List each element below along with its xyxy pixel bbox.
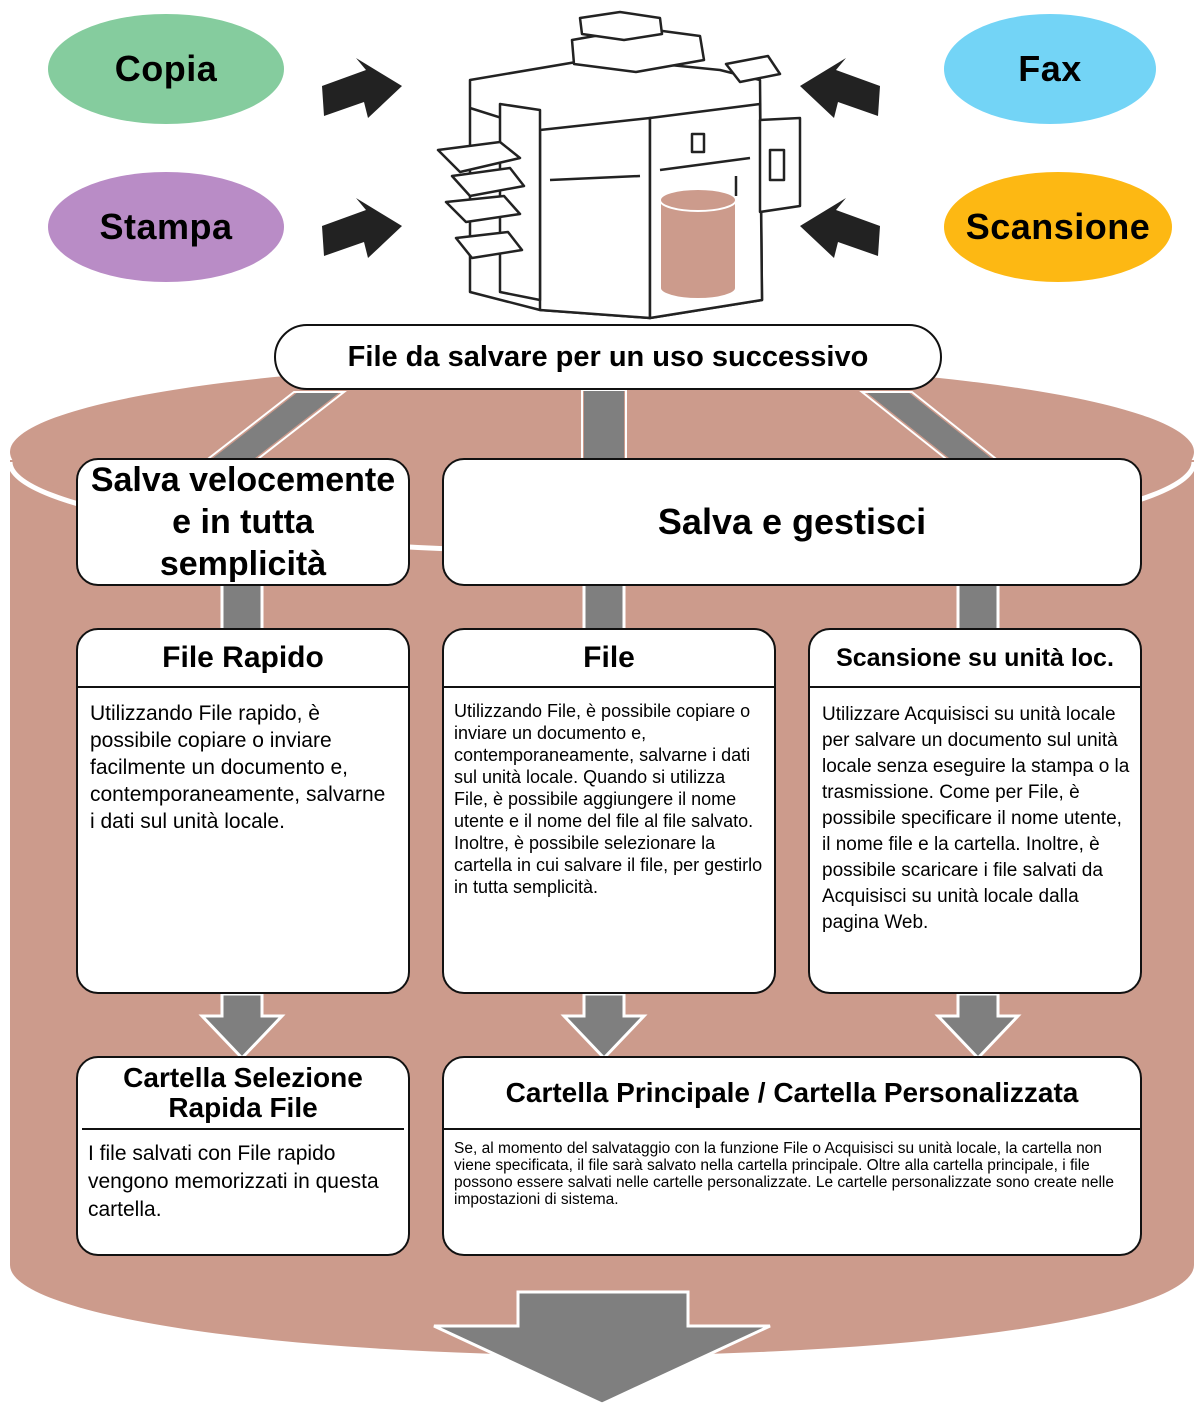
feature-quick-file-box: File Rapido Utilizzando File rapido, è p… bbox=[76, 628, 410, 994]
scan-source: Scansione bbox=[944, 172, 1172, 282]
category-quick-box: Salva velocemente e in tutta semplicità bbox=[76, 458, 410, 586]
category-manage-title: Salva e gestisci bbox=[657, 501, 927, 542]
copy-label: Copia bbox=[114, 48, 218, 89]
folder-quick-box: Cartella Selezione Rapida File I file sa… bbox=[76, 1056, 410, 1256]
printer-illustration bbox=[436, 10, 802, 320]
fax-label: Fax bbox=[1018, 48, 1082, 89]
folder-main-box: Cartella Principale / Cartella Personali… bbox=[442, 1056, 1142, 1256]
folder-main-title: Cartella Principale / Cartella Personali… bbox=[444, 1058, 1140, 1130]
feature-quick-file-title: File Rapido bbox=[78, 630, 408, 688]
connectors bbox=[201, 389, 1003, 632]
copy-source: Copia bbox=[48, 14, 284, 124]
feature-quick-file-text: Utilizzando File rapido, è possibile cop… bbox=[90, 702, 386, 833]
scan-label: Scansione bbox=[965, 206, 1151, 247]
header-title-box: File da salvare per un uso successivo bbox=[274, 324, 942, 390]
folder-main-text: Se, al momento del salvataggio con la fu… bbox=[454, 1140, 1114, 1208]
folder-quick-text: I file salvati con File rapido vengono m… bbox=[88, 1142, 379, 1221]
feature-file-text: Utilizzando File, è possibile copiare o … bbox=[454, 701, 763, 897]
feature-scan-local-box: Scansione su unità loc. Utilizzare Acqui… bbox=[808, 628, 1142, 994]
category-manage-box: Salva e gestisci bbox=[442, 458, 1142, 586]
feature-file-title: File bbox=[444, 630, 774, 688]
input-arrows bbox=[322, 58, 880, 258]
print-label: Stampa bbox=[99, 206, 233, 247]
down-arrows bbox=[198, 992, 1022, 1061]
print-source: Stampa bbox=[48, 172, 284, 282]
category-quick-title: Salva velocemente e in tutta semplicità bbox=[90, 461, 396, 583]
feature-scan-local-text: Utilizzare Acquisisci su unità locale pe… bbox=[822, 704, 1130, 933]
big-down-arrow bbox=[433, 1290, 771, 1404]
feature-scan-local-title: Scansione su unità loc. bbox=[810, 630, 1140, 688]
storage-drum-icon bbox=[659, 188, 737, 300]
feature-file-box: File Utilizzando File, è possibile copia… bbox=[442, 628, 776, 994]
header-title: File da salvare per un uso successivo bbox=[347, 340, 869, 373]
folder-quick-title: Cartella Selezione Rapida File bbox=[82, 1058, 404, 1130]
fax-source: Fax bbox=[944, 14, 1156, 124]
